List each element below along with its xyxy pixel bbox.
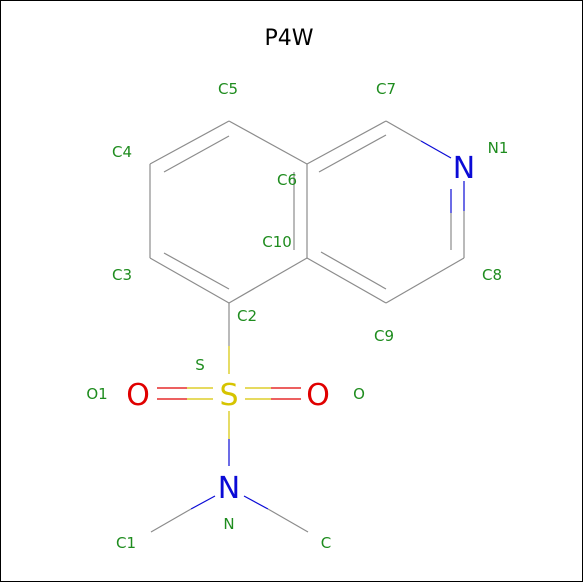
atom-label-c2: C2 [237, 307, 257, 325]
atom-label-c8: C8 [482, 266, 502, 284]
bond-n-c-a [243, 495, 269, 510]
bond-c9-c10-inner [320, 251, 387, 290]
bond-c6-c7-inner [318, 134, 387, 173]
atom-label-c3: C3 [112, 266, 132, 284]
bond-c9-c10 [306, 257, 387, 304]
atom-label-c9: C9 [374, 327, 394, 345]
bond-c6-c5 [228, 120, 308, 165]
atom-label-o1: O1 [86, 385, 107, 403]
bond-c7-n1-a [385, 120, 422, 142]
bond-c5-c4 [149, 120, 230, 165]
bond-c3-c2 [149, 257, 230, 304]
bond-n-c1-a [190, 495, 216, 510]
bond-c2-c10 [228, 257, 308, 304]
bond-c7-n1-b [420, 140, 452, 159]
oxygen-right-symbol: O [306, 378, 330, 413]
atom-label-c7: C7 [376, 80, 396, 98]
atom-label-c6: C6 [277, 171, 297, 189]
atom-label-n: N [223, 515, 234, 533]
bond-c8-c9 [385, 257, 465, 304]
nitrogen-ring-symbol: N [453, 151, 475, 186]
diagram-title: P4W [264, 26, 313, 51]
bond-n-c1-b [150, 508, 192, 533]
oxygen-left-symbol: O [126, 378, 150, 413]
atom-label-c4: C4 [112, 143, 132, 161]
nitrogen-amine-symbol: N [218, 471, 240, 506]
bond-c3-c2-inner [163, 252, 230, 290]
bond-c5-c4-inner [163, 135, 230, 173]
atom-label-n1: N1 [488, 139, 509, 157]
bond-n-c-b [267, 508, 309, 533]
atom-label-c5: C5 [218, 80, 238, 98]
bond-lines [149, 120, 465, 533]
atom-label-c1: C1 [116, 534, 136, 552]
atom-label-o: O [353, 385, 365, 403]
bond-c6-c7 [306, 120, 387, 165]
sulfur-symbol: S [219, 378, 238, 413]
atom-label-c: C [321, 534, 331, 552]
atom-label-c10: C10 [262, 233, 292, 251]
atom-label-s: S [195, 356, 205, 374]
